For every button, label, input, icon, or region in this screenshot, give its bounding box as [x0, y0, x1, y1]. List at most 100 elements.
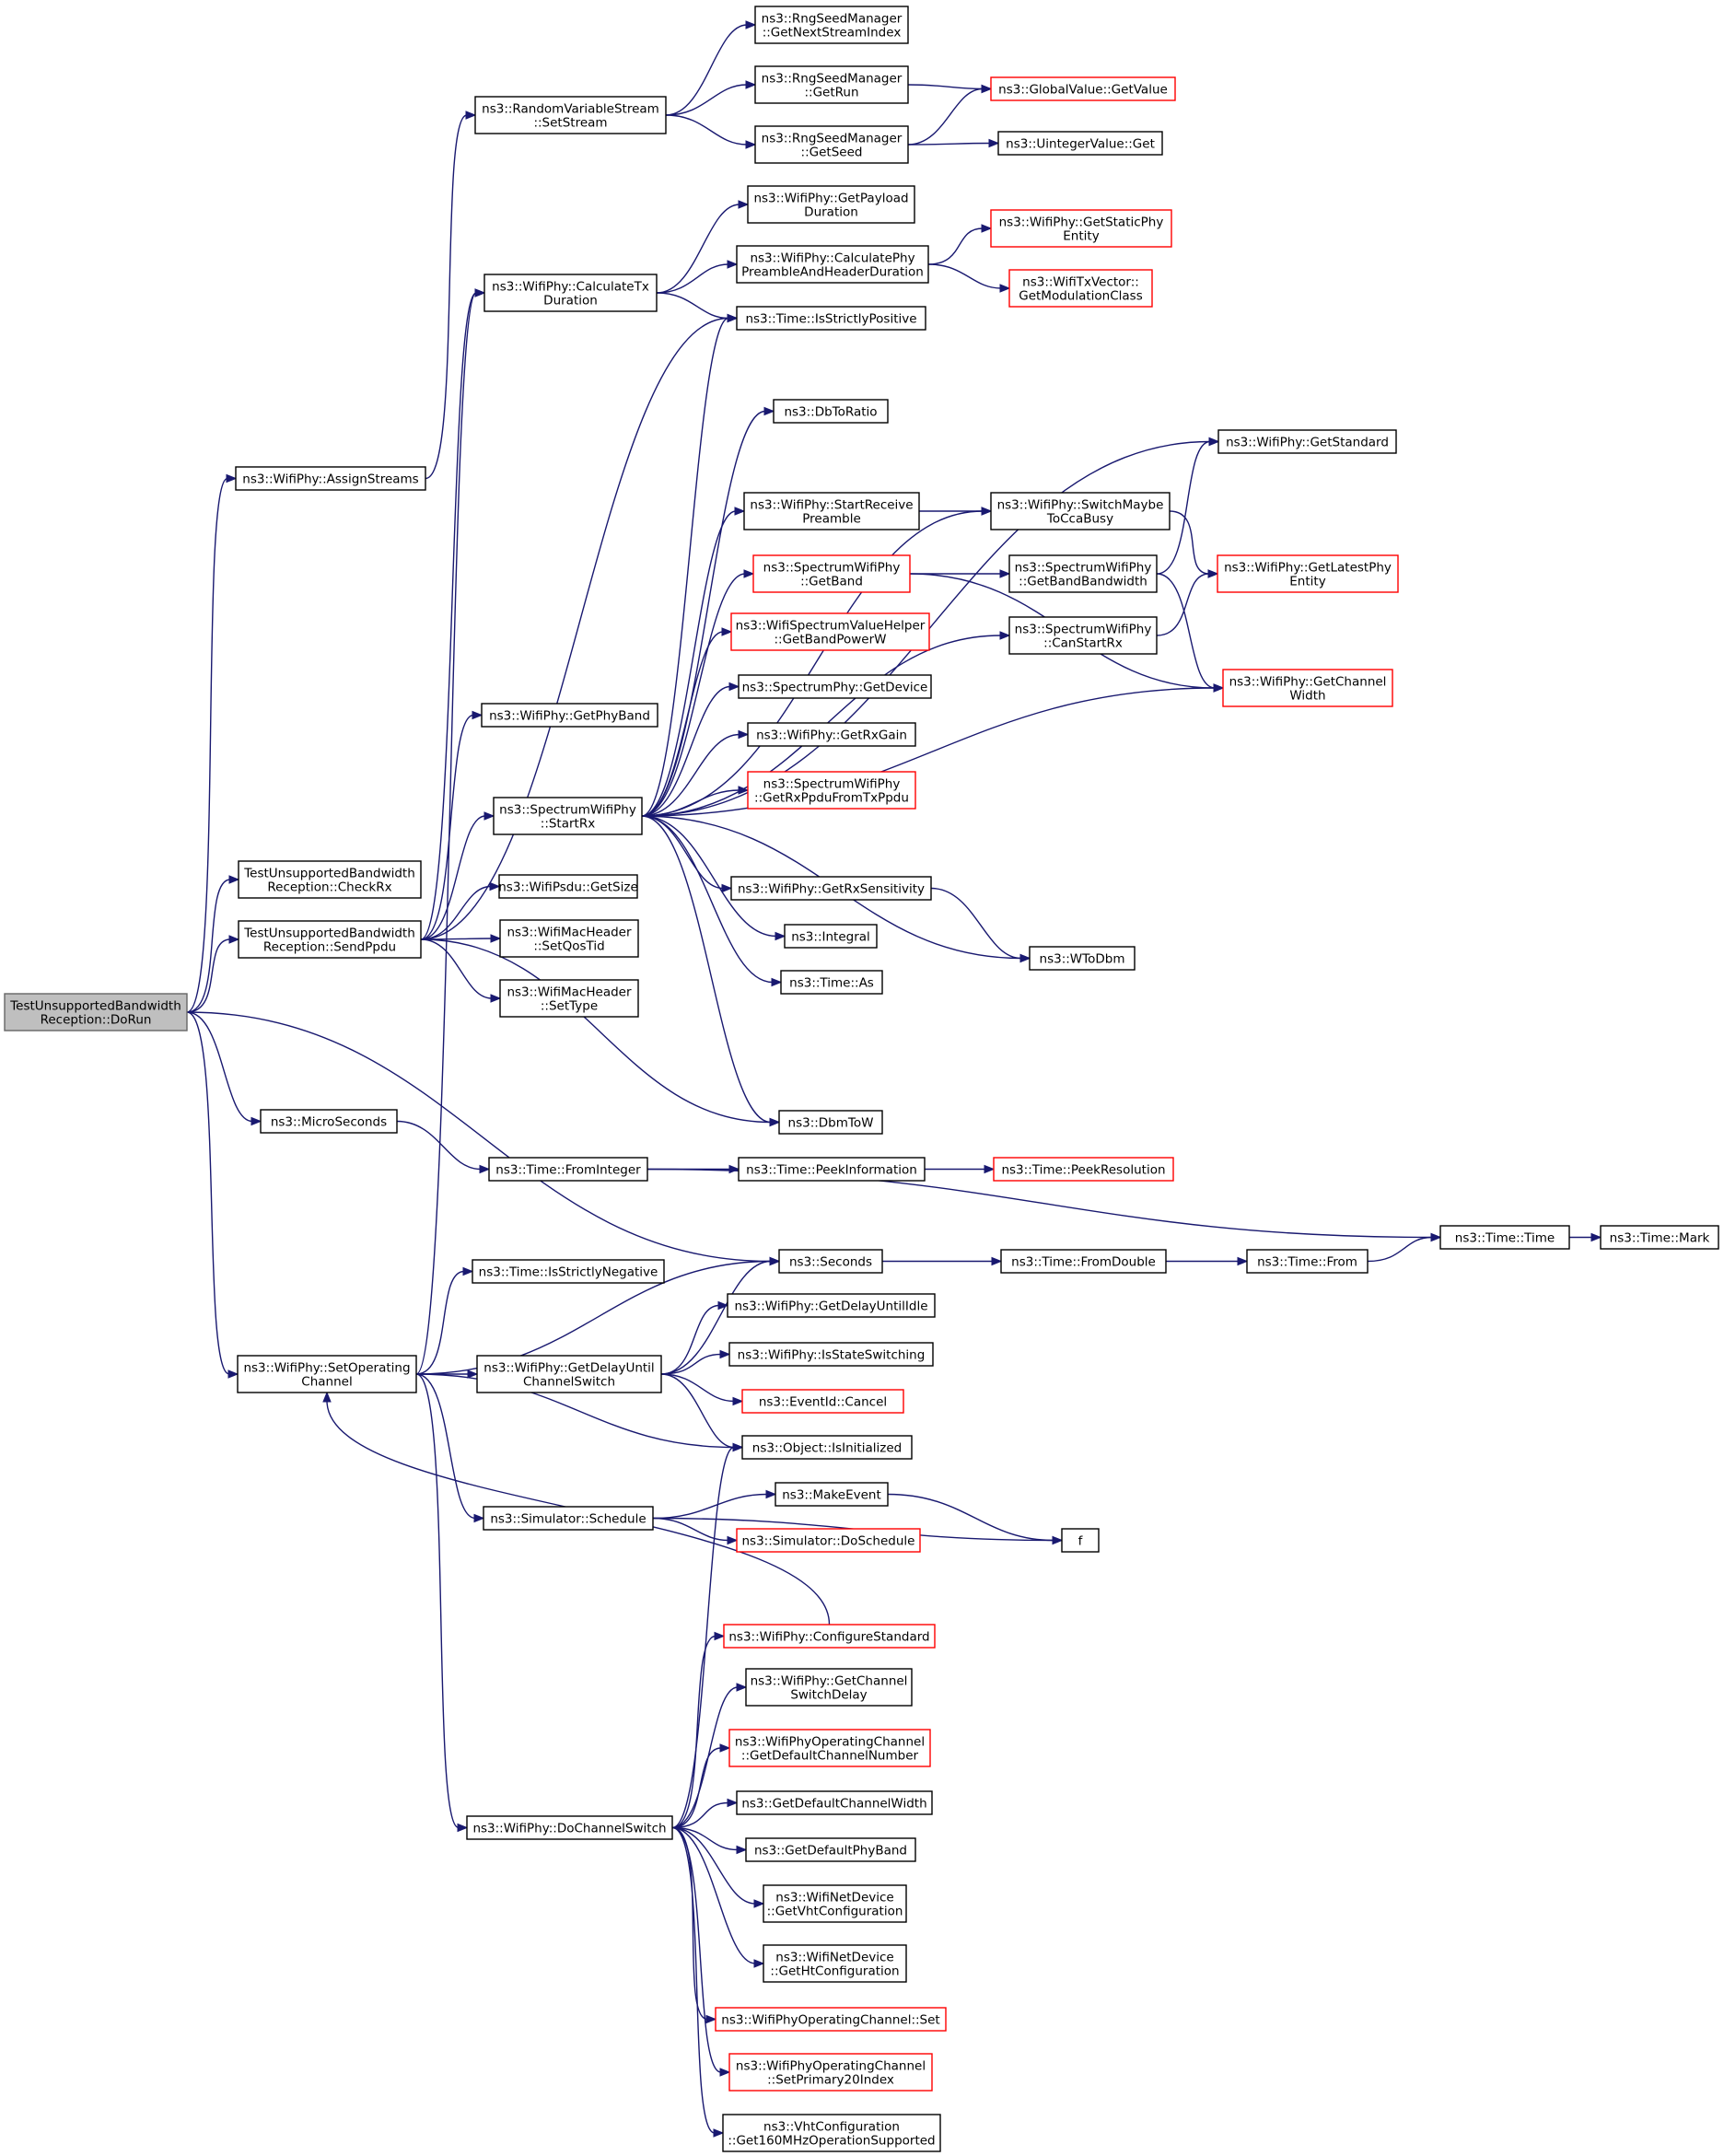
node-schedule[interactable]: ns3::Simulator::Schedule — [483, 1506, 654, 1531]
node-op-ch-set[interactable]: ns3::WifiPhyOperatingChannel::Set — [715, 2007, 947, 2032]
node-time-time[interactable]: ns3::Time::Time — [1439, 1225, 1570, 1250]
edge-line — [186, 1011, 772, 1263]
edge-line — [641, 510, 737, 817]
node-time-as[interactable]: ns3::Time::As — [780, 970, 883, 995]
node-w-to-dbm[interactable]: ns3::WToDbm — [1029, 946, 1136, 971]
edge-line — [907, 87, 984, 146]
node-box — [741, 1389, 904, 1414]
node-get160[interactable]: ns3::VhtConfiguration::Get160MHzOperatio… — [722, 2114, 941, 2152]
node-get-device[interactable]: ns3::SpectrumPhy::GetDevice — [738, 674, 932, 699]
node-do-ch-switch[interactable]: ns3::WifiPhy::DoChannelSwitch — [466, 1815, 673, 1840]
node-label: ::CanStartRx — [1043, 636, 1123, 651]
edge-line — [671, 1446, 735, 1829]
edge-arrowhead — [765, 1489, 777, 1499]
node-get-def-phy-band[interactable]: ns3::GetDefaultPhyBand — [745, 1837, 916, 1862]
edge-start-rx-to-switch-maybe — [641, 507, 993, 817]
node-dbm-to-w[interactable]: ns3::DbmToW — [778, 1110, 883, 1135]
node-get-standard[interactable]: ns3::WifiPhy::GetStandard — [1217, 429, 1397, 454]
node-get-next-stream-index[interactable]: ns3::RngSeedManager::GetNextStreamIndex — [754, 6, 909, 44]
node-box — [997, 131, 1163, 156]
node-label: ns3::WifiPhy::AssignStreams — [242, 472, 418, 487]
node-label: ns3::WifiNetDevice — [775, 1891, 893, 1905]
node-config-std[interactable]: ns3::WifiPhy::ConfigureStandard — [723, 1624, 936, 1649]
node-get-phy-band[interactable]: ns3::WifiPhy::GetPhyBand — [481, 703, 658, 728]
node-label: ::StartRx — [541, 817, 595, 832]
node-start-rx[interactable]: ns3::SpectrumWifiPhy::StartRx — [493, 797, 643, 835]
node-get-def-ch-width[interactable]: ns3::GetDefaultChannelWidth — [736, 1790, 933, 1815]
node-is-strictly-negative[interactable]: ns3::Time::IsStrictlyNegative — [472, 1259, 665, 1284]
node-get-mod-class[interactable]: ns3::WifiTxVector::GetModulationClass — [1008, 269, 1153, 308]
node-is-strictly-positive[interactable]: ns3::Time::IsStrictlyPositive — [736, 306, 926, 331]
edge-arrowhead — [1430, 1232, 1442, 1242]
node-can-start-rx[interactable]: ns3::SpectrumWifiPhy::CanStartRx — [1008, 616, 1158, 655]
node-get-band-power-w[interactable]: ns3::WifiSpectrumValueHelper::GetBandPow… — [730, 612, 930, 651]
edge-line — [415, 1373, 735, 1449]
node-time-from[interactable]: ns3::Time::From — [1246, 1249, 1369, 1274]
node-get-run[interactable]: ns3::RngSeedManager::GetRun — [754, 65, 909, 104]
node-get-band-bandwidth[interactable]: ns3::SpectrumWifiPhy::GetBandBandwidth — [1008, 554, 1158, 593]
node-box — [778, 1110, 883, 1135]
node-get-vht-conf[interactable]: ns3::WifiNetDevice::GetVhtConfiguration — [763, 1884, 907, 1923]
node-peek-res[interactable]: ns3::Time::PeekResolution — [993, 1157, 1174, 1182]
node-get-band[interactable]: ns3::SpectrumWifiPhy::GetBand — [752, 554, 911, 593]
node-peek-info[interactable]: ns3::Time::PeekInformation — [738, 1157, 926, 1182]
node-do-schedule[interactable]: ns3::Simulator::DoSchedule — [736, 1528, 921, 1553]
node-set-type[interactable]: ns3::WifiMacHeader::SetType — [499, 979, 639, 1018]
node-send-ppdu[interactable]: TestUnsupportedBandwidthReception::SendP… — [238, 920, 422, 959]
node-from-double[interactable]: ns3::Time::FromDouble — [1000, 1249, 1167, 1274]
node-box — [4, 993, 188, 1031]
node-label: ns3::WifiPhy::SwitchMaybe — [997, 498, 1164, 513]
node-get-def-ch-num[interactable]: ns3::WifiPhyOperatingChannel::GetDefault… — [728, 1729, 931, 1767]
node-seconds[interactable]: ns3::Seconds — [778, 1249, 883, 1274]
node-get-ht-conf[interactable]: ns3::WifiNetDevice::GetHtConfiguration — [763, 1944, 907, 1983]
node-get-rx-sens[interactable]: ns3::WifiPhy::GetRxSensitivity — [730, 876, 932, 901]
node-label: ::GetBandPowerW — [775, 633, 887, 647]
node-integral[interactable]: ns3::Integral — [784, 924, 878, 949]
edge-line — [656, 292, 729, 320]
node-set-stream[interactable]: ns3::RandomVariableStream::SetStream — [474, 96, 667, 134]
node-micro-seconds[interactable]: ns3::MicroSeconds — [260, 1109, 398, 1134]
edge-arrowhead — [763, 406, 775, 416]
edge-line — [396, 1120, 482, 1171]
node-make-event[interactable]: ns3::MakeEvent — [775, 1482, 889, 1507]
node-set-qos-tid[interactable]: ns3::WifiMacHeader::SetQosTid — [499, 919, 639, 958]
node-assign-streams[interactable]: ns3::WifiPhy::AssignStreams — [235, 466, 426, 491]
node-global-get-value[interactable]: ns3::GlobalValue::GetValue — [990, 76, 1176, 101]
node-label: Channel — [301, 1375, 352, 1390]
node-label: ns3::WifiPhy::GetStaticPhy — [999, 216, 1164, 230]
node-time-mark[interactable]: ns3::Time::Mark — [1600, 1225, 1719, 1250]
node-calc-preamble[interactable]: ns3::WifiPhy::CalculatePhyPreambleAndHea… — [736, 245, 929, 284]
node-event-cancel[interactable]: ns3::EventId::Cancel — [741, 1389, 904, 1414]
edge-peek-info-to-peek-res — [925, 1164, 996, 1174]
node-label: ns3::GetDefaultPhyBand — [754, 1844, 907, 1859]
node-is-state-switching[interactable]: ns3::WifiPhy::IsStateSwitching — [728, 1342, 934, 1367]
node-set-primary20[interactable]: ns3::WifiPhyOperatingChannel::SetPrimary… — [728, 2053, 933, 2092]
node-box — [736, 245, 929, 284]
node-label: ::GetDefaultChannelNumber — [741, 1749, 919, 1764]
node-get-delay-idle[interactable]: ns3::WifiPhy::GetDelayUntilIdle — [727, 1293, 936, 1318]
node-box — [743, 492, 920, 530]
node-get-seed[interactable]: ns3::RngSeedManager::GetSeed — [754, 125, 909, 164]
node-get-rx-gain[interactable]: ns3::WifiPhy::GetRxGain — [747, 722, 916, 747]
node-from-integer[interactable]: ns3::Time::FromInteger — [488, 1157, 648, 1182]
node-db-to-ratio[interactable]: ns3::DbToRatio — [773, 399, 889, 424]
node-is-initialized[interactable]: ns3::Object::IsInitialized — [741, 1435, 913, 1460]
node-check-rx[interactable]: TestUnsupportedBandwidthReception::Check… — [238, 860, 422, 899]
node-get-rx-ppdu[interactable]: ns3::SpectrumWifiPhy::GetRxPpduFromTxPpd… — [747, 771, 916, 810]
node-get-size[interactable]: ns3::WifiPsdu::GetSize — [498, 874, 638, 899]
edge-arrowhead — [734, 507, 746, 516]
edge-schedule-to-do-schedule — [652, 1517, 739, 1545]
node-f-node[interactable]: f — [1061, 1528, 1100, 1553]
node-uinteger-get[interactable]: ns3::UintegerValue::Get — [997, 131, 1163, 156]
